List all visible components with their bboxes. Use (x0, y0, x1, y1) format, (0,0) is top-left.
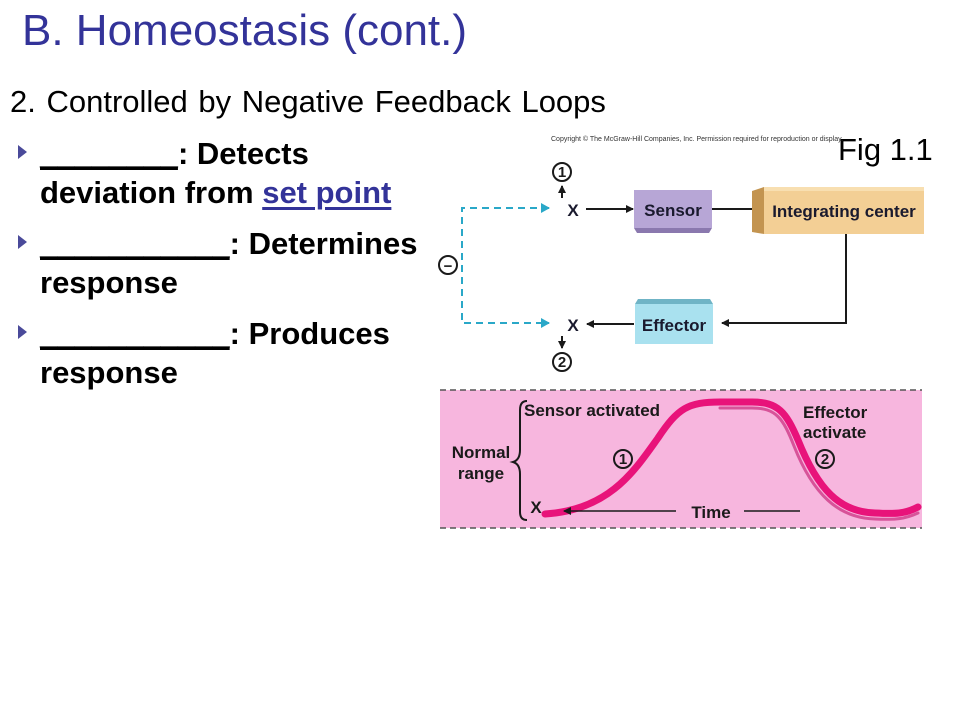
effector-activate-label-line1: Effector (803, 403, 868, 422)
response-curve-shadow (718, 406, 920, 521)
effector-label: Effector (642, 316, 707, 335)
fill-in-blank: ___________ (40, 316, 230, 351)
copyright-notice: Copyright © The McGraw-Hill Companies, I… (551, 136, 844, 143)
fill-in-blank: ___________ (40, 226, 230, 261)
sensor-label: Sensor (644, 201, 702, 220)
sensor-activated-label: Sensor activated (524, 401, 660, 420)
x-marker-top: X (567, 201, 579, 220)
effector-activate-label-line2: activate (803, 423, 866, 442)
slide-subtitle: 2. Controlled by Negative Feedback Loops (10, 84, 606, 119)
arrow-integrating-to-effector (721, 234, 847, 327)
normal-range-brace (509, 400, 528, 521)
graph-x-marker: X (530, 498, 542, 517)
feedback-arrowhead-top (541, 203, 550, 213)
triangle-bullet-icon (18, 145, 27, 159)
time-label: Time (691, 503, 730, 522)
bullet-description: : Produces response (40, 316, 390, 390)
step-1-number: 1 (558, 164, 566, 181)
negative-sign-text: − (444, 258, 453, 275)
integrating-center-label: Integrating center (772, 202, 916, 221)
bullet-list: ________: Detects deviation from set poi… (18, 134, 428, 404)
graph-step-1-marker: 1 (613, 449, 633, 469)
normal-range-label-line1: Normal (452, 443, 511, 462)
bullet-sensor: ________: Detects deviation from set poi… (18, 134, 428, 212)
step-2-number: 2 (558, 354, 566, 371)
response-curve (541, 398, 922, 518)
bullet-integrating-center: ___________: Determines response (18, 224, 428, 302)
graph-step-2-number: 2 (821, 451, 829, 468)
bullet-description: : Detects deviation from (40, 136, 309, 210)
sensor-box: Sensor (634, 190, 712, 233)
negative-sign-icon: − (438, 255, 458, 275)
step-2-marker: 2 (552, 352, 572, 372)
effector-box: Effector (635, 299, 713, 344)
bullet-text: ___________: Produces response (40, 316, 390, 390)
figure-label: Fig 1.1 (838, 132, 933, 167)
triangle-bullet-icon (18, 235, 27, 249)
x-marker-bottom: X (567, 316, 579, 335)
graph-step-1-number: 1 (619, 451, 627, 468)
step-1-marker: 1 (552, 162, 572, 182)
bullet-description: : Determines response (40, 226, 418, 300)
homeostasis-graph: Normal range X Sensor activated Effector… (440, 389, 922, 529)
triangle-bullet-icon (18, 325, 27, 339)
negative-feedback-line (461, 207, 549, 324)
fill-in-blank: ________ (40, 136, 178, 171)
bullet-text: ___________: Determines response (40, 226, 417, 300)
bullet-text: ________: Detects deviation from set poi… (40, 136, 391, 210)
set-point-link[interactable]: set point (262, 175, 392, 210)
bullet-effector: ___________: Produces response (18, 314, 428, 392)
normal-range-label-line2: range (458, 464, 504, 483)
graph-step-2-marker: 2 (815, 449, 835, 469)
slide-title: B. Homeostasis (cont.) (22, 6, 468, 55)
feedback-arrowhead-bottom (541, 318, 550, 328)
integrating-center-box: Integrating center (752, 187, 924, 234)
